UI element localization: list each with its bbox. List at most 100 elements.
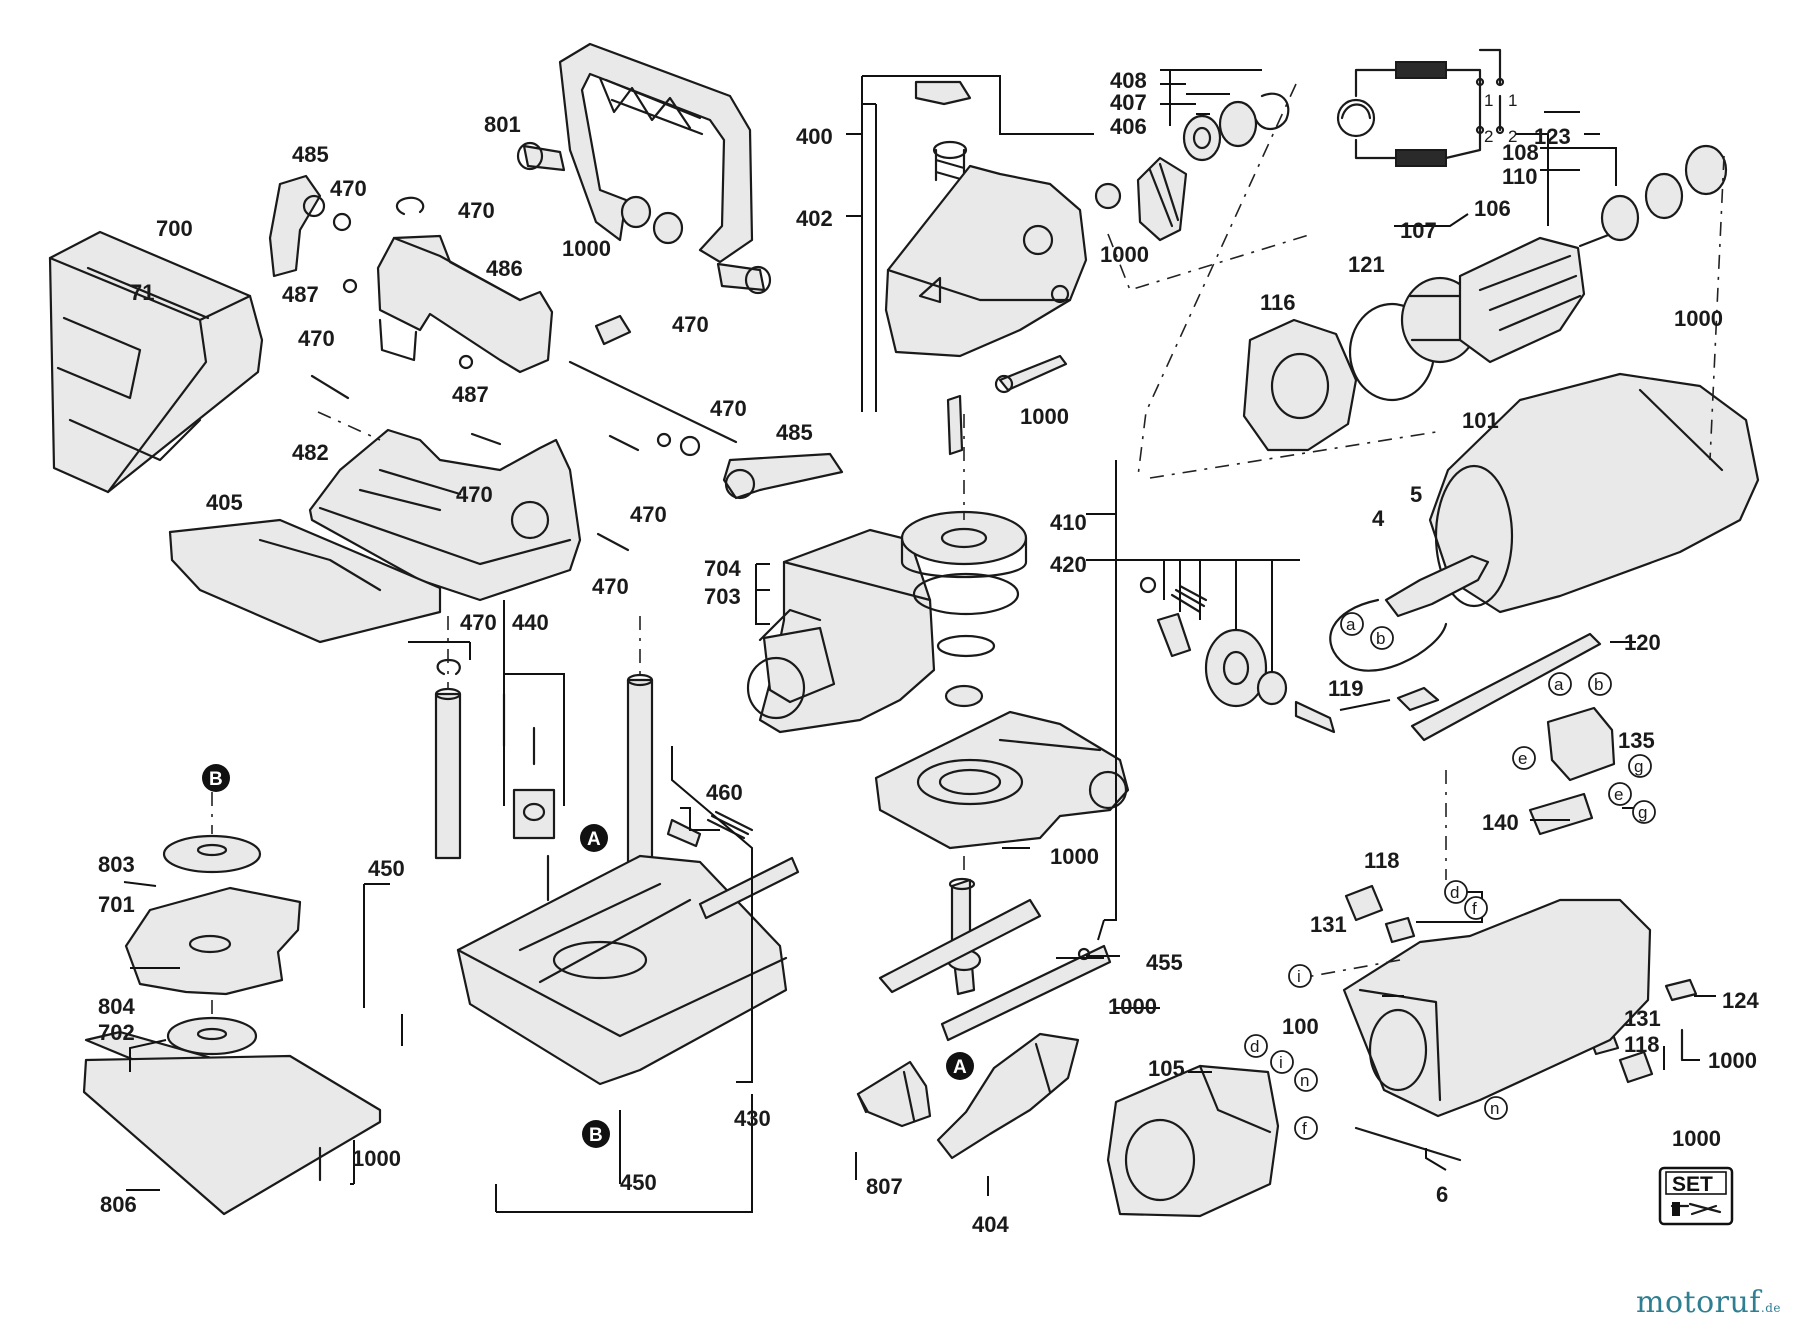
- label-487-left: 487: [282, 282, 319, 307]
- svg-text:b: b: [1594, 675, 1603, 694]
- wiring-schematic: [1336, 48, 1505, 167]
- connector-n-brush: n: [1484, 1096, 1508, 1120]
- part-adapter-404: [936, 1032, 1080, 1160]
- label-105: 105: [1148, 1056, 1185, 1081]
- part-lever-485: [268, 174, 352, 278]
- part-base-plate: [168, 518, 442, 644]
- label-406: 406: [1110, 114, 1147, 139]
- label-135: 135: [1618, 728, 1655, 753]
- wiring-pos-2a: 2: [1484, 127, 1493, 146]
- svg-text:i: i: [1279, 1053, 1283, 1072]
- svg-text:d: d: [1250, 1037, 1259, 1056]
- label-410: 410: [1050, 510, 1087, 535]
- connector-a-switch: a: [1548, 672, 1572, 696]
- watermark-brand: motoruf: [1636, 1285, 1761, 1320]
- label-1000-cover: 1000: [1100, 242, 1149, 267]
- label-1000-handle: 1000: [562, 236, 611, 261]
- label-460: 460: [706, 780, 743, 805]
- svg-text:i: i: [1297, 967, 1301, 986]
- label-118-top: 118: [1364, 848, 1400, 873]
- label-5: 5: [1410, 482, 1422, 507]
- marker-a-shaft: A: [946, 1052, 974, 1080]
- part-fence-body: [308, 234, 582, 602]
- connector-e-capacitor: e: [1608, 782, 1632, 806]
- svg-text:A: A: [587, 829, 601, 850]
- label-1000-plate: 1000: [352, 1146, 401, 1171]
- svg-text:a: a: [1554, 675, 1564, 694]
- label-107: 107: [1400, 218, 1437, 243]
- label-1000-set: 1000: [1672, 1126, 1721, 1151]
- label-1000-screw: 1000: [1020, 404, 1069, 429]
- label-703: 703: [704, 584, 741, 609]
- label-400: 400: [796, 124, 833, 149]
- part-gear-housing-cover: [884, 80, 1088, 456]
- svg-text:d: d: [1450, 883, 1459, 902]
- part-labels: 801 485 470 470 700 71 486 487 1000 470 …: [98, 68, 1759, 1237]
- label-404: 404: [972, 1212, 1009, 1237]
- label-470-rod: 470: [710, 396, 747, 421]
- part-housing-100: [1342, 898, 1652, 1162]
- label-807: 807: [866, 1174, 903, 1199]
- set-box: SET: [1658, 1166, 1734, 1226]
- label-485-top: 485: [292, 142, 329, 167]
- label-1000-motor: 1000: [1674, 306, 1723, 331]
- connector-b-switch: b: [1588, 672, 1612, 696]
- connector-f-wire: f: [1464, 896, 1488, 920]
- label-701: 701: [98, 892, 135, 917]
- label-408: 408: [1110, 68, 1147, 93]
- connector-d-wire: d: [1444, 880, 1468, 904]
- marker-a-base: A: [580, 824, 608, 852]
- label-470-pin: 470: [592, 574, 629, 599]
- svg-text:A: A: [953, 1057, 967, 1078]
- connector-i-stator: i: [1270, 1050, 1294, 1074]
- leader-lines: [123, 69, 1716, 1213]
- svg-text:a: a: [1346, 615, 1356, 634]
- label-121: 121: [1348, 252, 1385, 277]
- label-123: 123: [1534, 124, 1571, 149]
- label-402: 402: [796, 206, 833, 231]
- label-470-clip: 470: [672, 312, 709, 337]
- label-803: 803: [98, 852, 135, 877]
- label-131-top: 131: [1310, 912, 1347, 937]
- wiring-pos-1a: 1: [1484, 91, 1493, 110]
- svg-text:e: e: [1518, 749, 1527, 768]
- label-120: 120: [1624, 630, 1661, 655]
- svg-text:f: f: [1472, 899, 1477, 918]
- part-cable-handle: [1329, 554, 1490, 672]
- wiring-numerals: 1 1 2 2: [1484, 91, 1517, 146]
- connector-g-capacitor: g: [1632, 800, 1656, 824]
- label-1000-flange: 1000: [1050, 844, 1099, 869]
- connector-a-cable: a: [1340, 612, 1364, 636]
- label-124: 124: [1722, 988, 1759, 1013]
- marker-b-top: B: [202, 764, 230, 792]
- wiring-pos-2b: 2: [1508, 127, 1517, 146]
- label-6: 6: [1436, 1182, 1448, 1207]
- label-450-top: 450: [368, 856, 405, 881]
- label-106: 106: [1474, 196, 1511, 221]
- set-label: SET: [1672, 1173, 1713, 1196]
- part-gear-housing: [746, 528, 936, 734]
- part-base-430: [456, 810, 800, 1086]
- label-470-ring-low: 470: [460, 610, 497, 635]
- watermark-suffix: .de: [1760, 1301, 1782, 1315]
- label-1000-clamp: 1000: [1108, 994, 1157, 1019]
- connector-d-stator: d: [1244, 1034, 1268, 1058]
- svg-text:n: n: [1490, 1099, 1499, 1118]
- connector-b-cable: b: [1370, 626, 1394, 650]
- marker-b-bottom: B: [582, 1120, 610, 1148]
- label-140: 140: [1482, 810, 1519, 835]
- label-71: 71: [130, 280, 154, 305]
- assembly-markers: B A A B: [202, 764, 974, 1148]
- label-420: 420: [1050, 552, 1087, 577]
- label-702: 702: [98, 1020, 135, 1045]
- connector-e-switch: e: [1512, 746, 1536, 770]
- label-470-washer: 470: [630, 502, 667, 527]
- label-116: 116: [1260, 290, 1296, 315]
- part-clamp-124: [1664, 978, 1698, 1062]
- part-carry-case: [48, 230, 264, 494]
- label-110: 110: [1502, 164, 1538, 189]
- part-roller-set: [1139, 576, 1336, 734]
- svg-text:n: n: [1300, 1071, 1309, 1090]
